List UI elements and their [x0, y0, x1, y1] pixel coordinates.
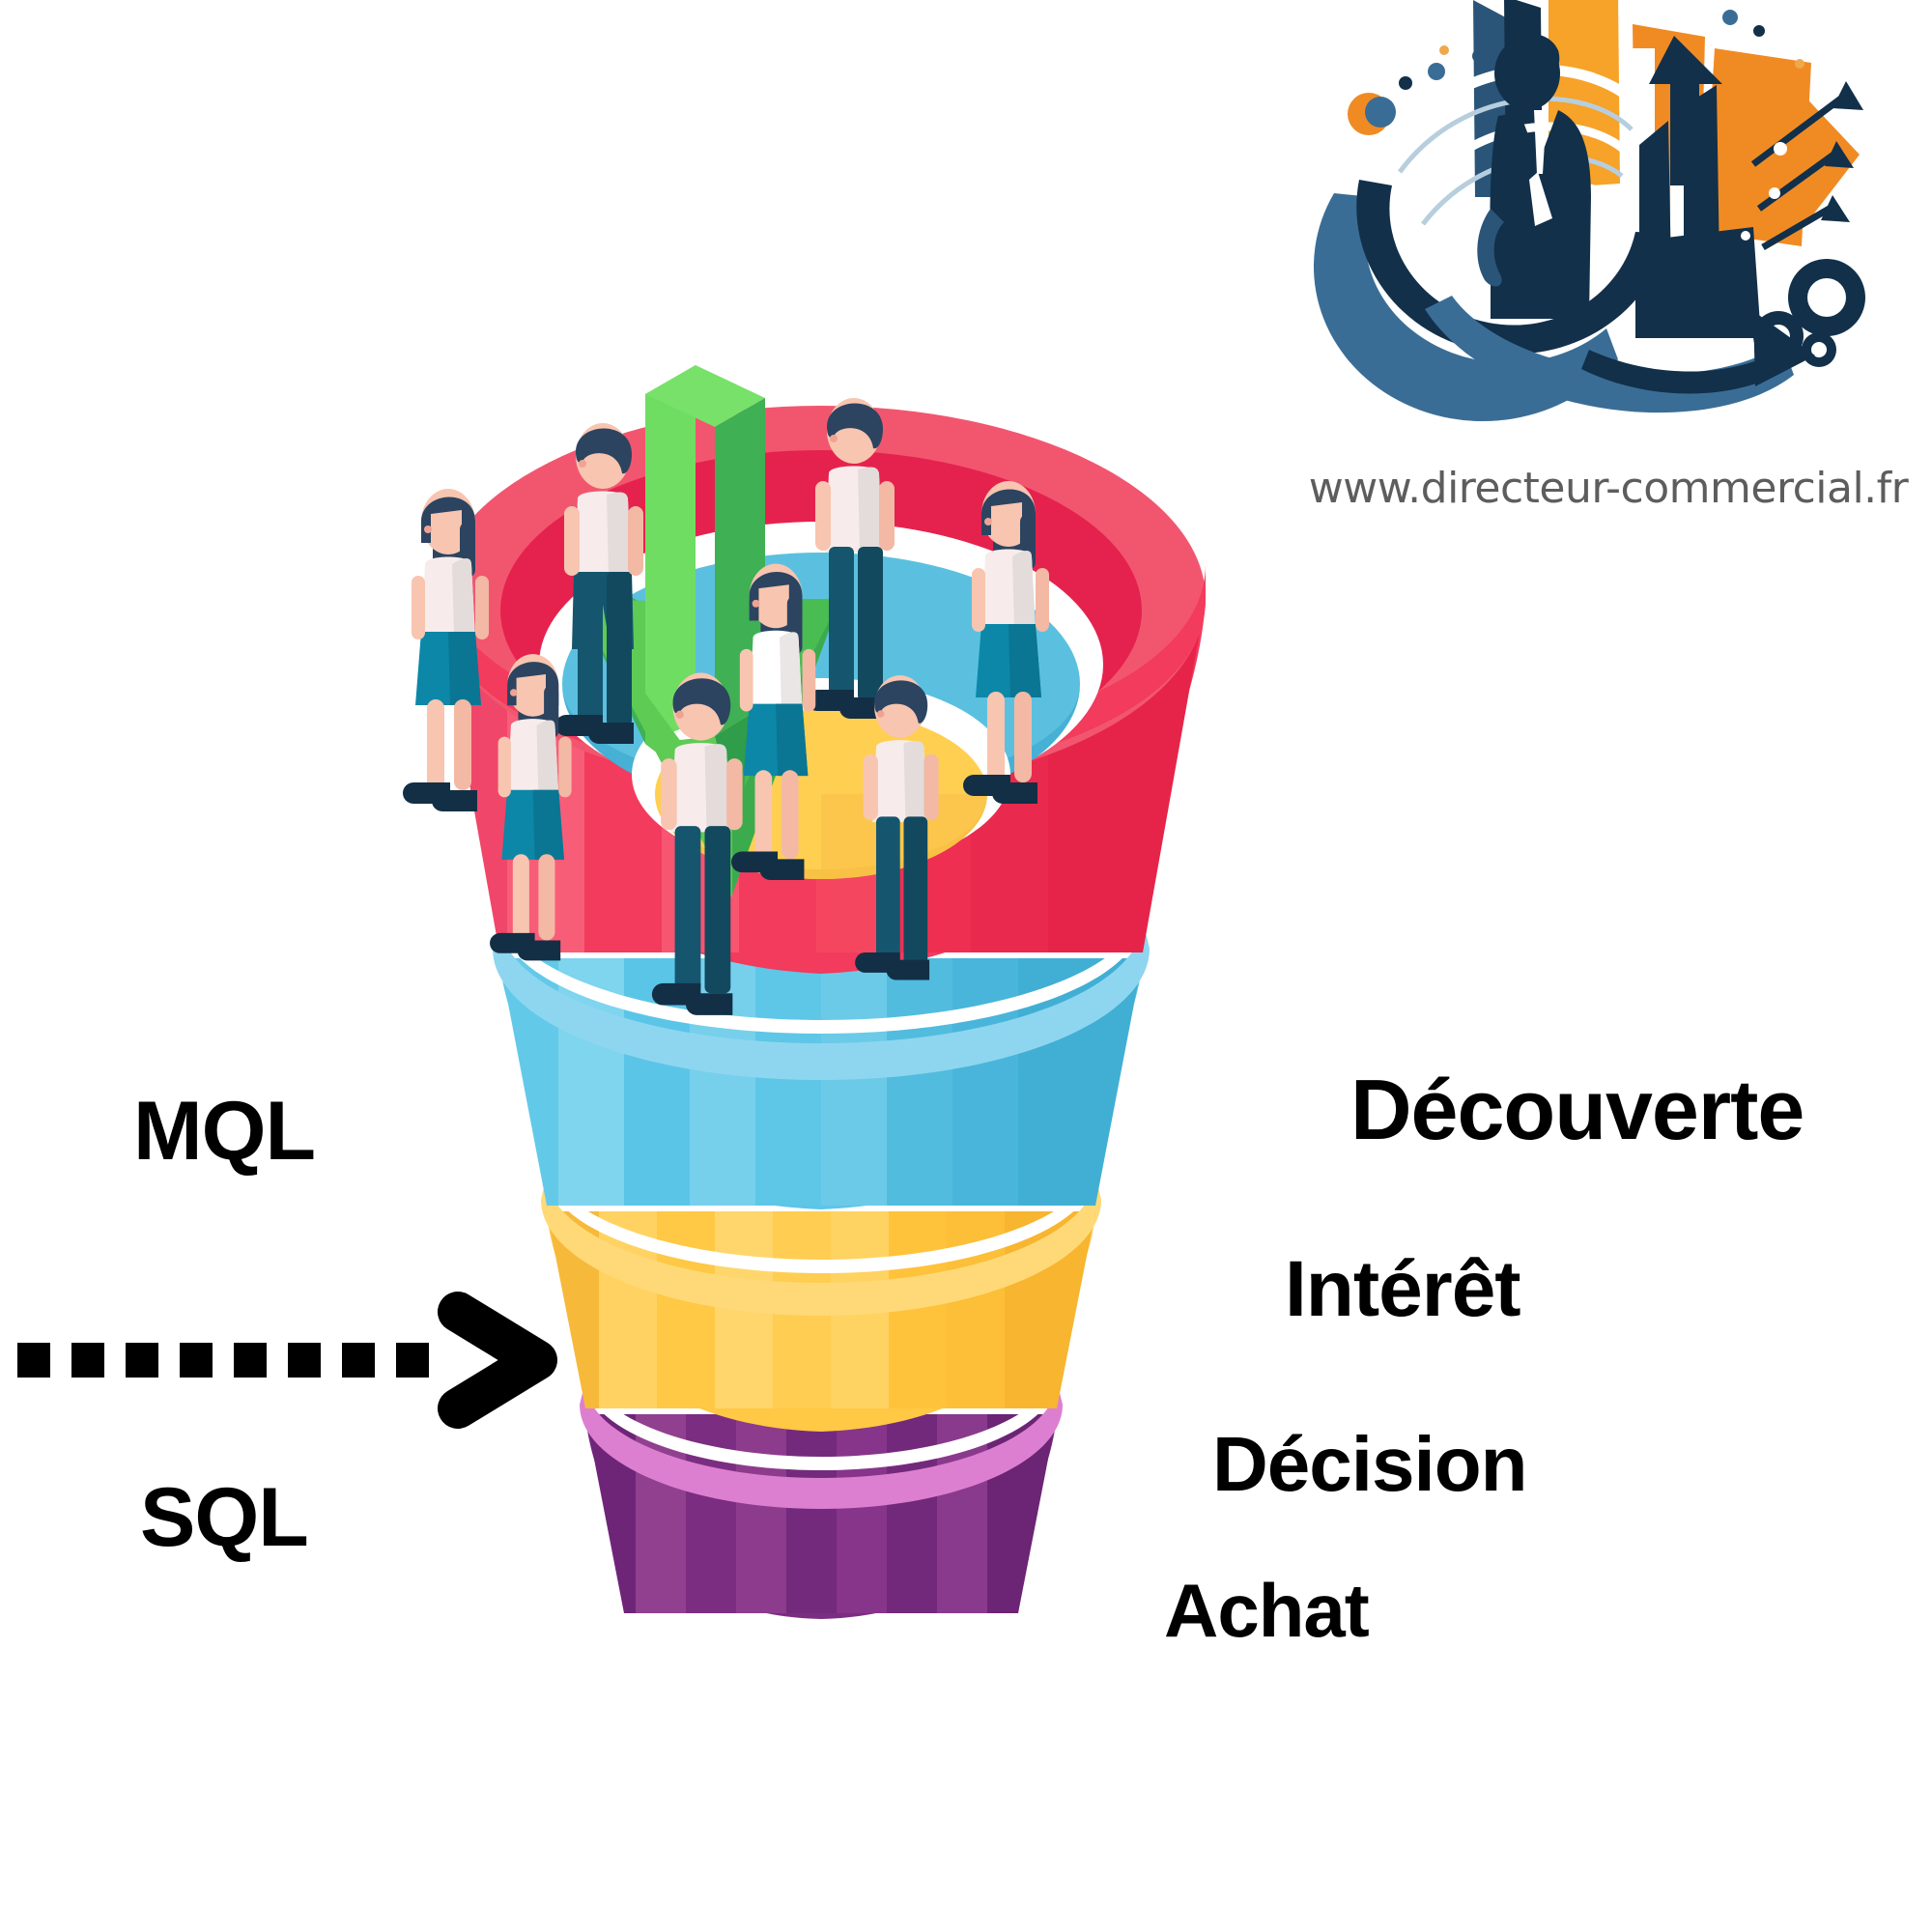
- stage-label-decision: Décision: [1212, 1421, 1527, 1507]
- stage-label-interet: Intérêt: [1285, 1245, 1521, 1333]
- arrowhead-chevron-icon: [438, 1292, 557, 1429]
- stage-label-decouverte: Découverte: [1350, 1062, 1804, 1157]
- person-figure: [807, 398, 895, 719]
- person-figure: [855, 675, 939, 980]
- logo-url-text: www.directeur-commercial.fr: [1308, 464, 1909, 513]
- person-figure: [490, 654, 572, 961]
- label-sql: SQL: [140, 1471, 309, 1564]
- dash-segments: [17, 1343, 429, 1378]
- person-figure: [555, 423, 643, 744]
- stage-label-achat: Achat: [1164, 1568, 1370, 1653]
- funnel-svg: [403, 365, 1206, 1619]
- person-figure: [731, 563, 816, 880]
- funnel-graphic: [386, 357, 1256, 1729]
- logo-artwork: [1313, 0, 1865, 422]
- person-figure: [963, 481, 1049, 804]
- brand-logo: www.directeur-commercial.fr: [1299, 0, 1918, 551]
- label-mql: MQL: [133, 1085, 316, 1178]
- dashed-flow-arrow: [17, 1292, 557, 1429]
- funnel-band-decision: [541, 1159, 1101, 1432]
- person-figure: [651, 672, 743, 1015]
- person-figure: [403, 489, 489, 811]
